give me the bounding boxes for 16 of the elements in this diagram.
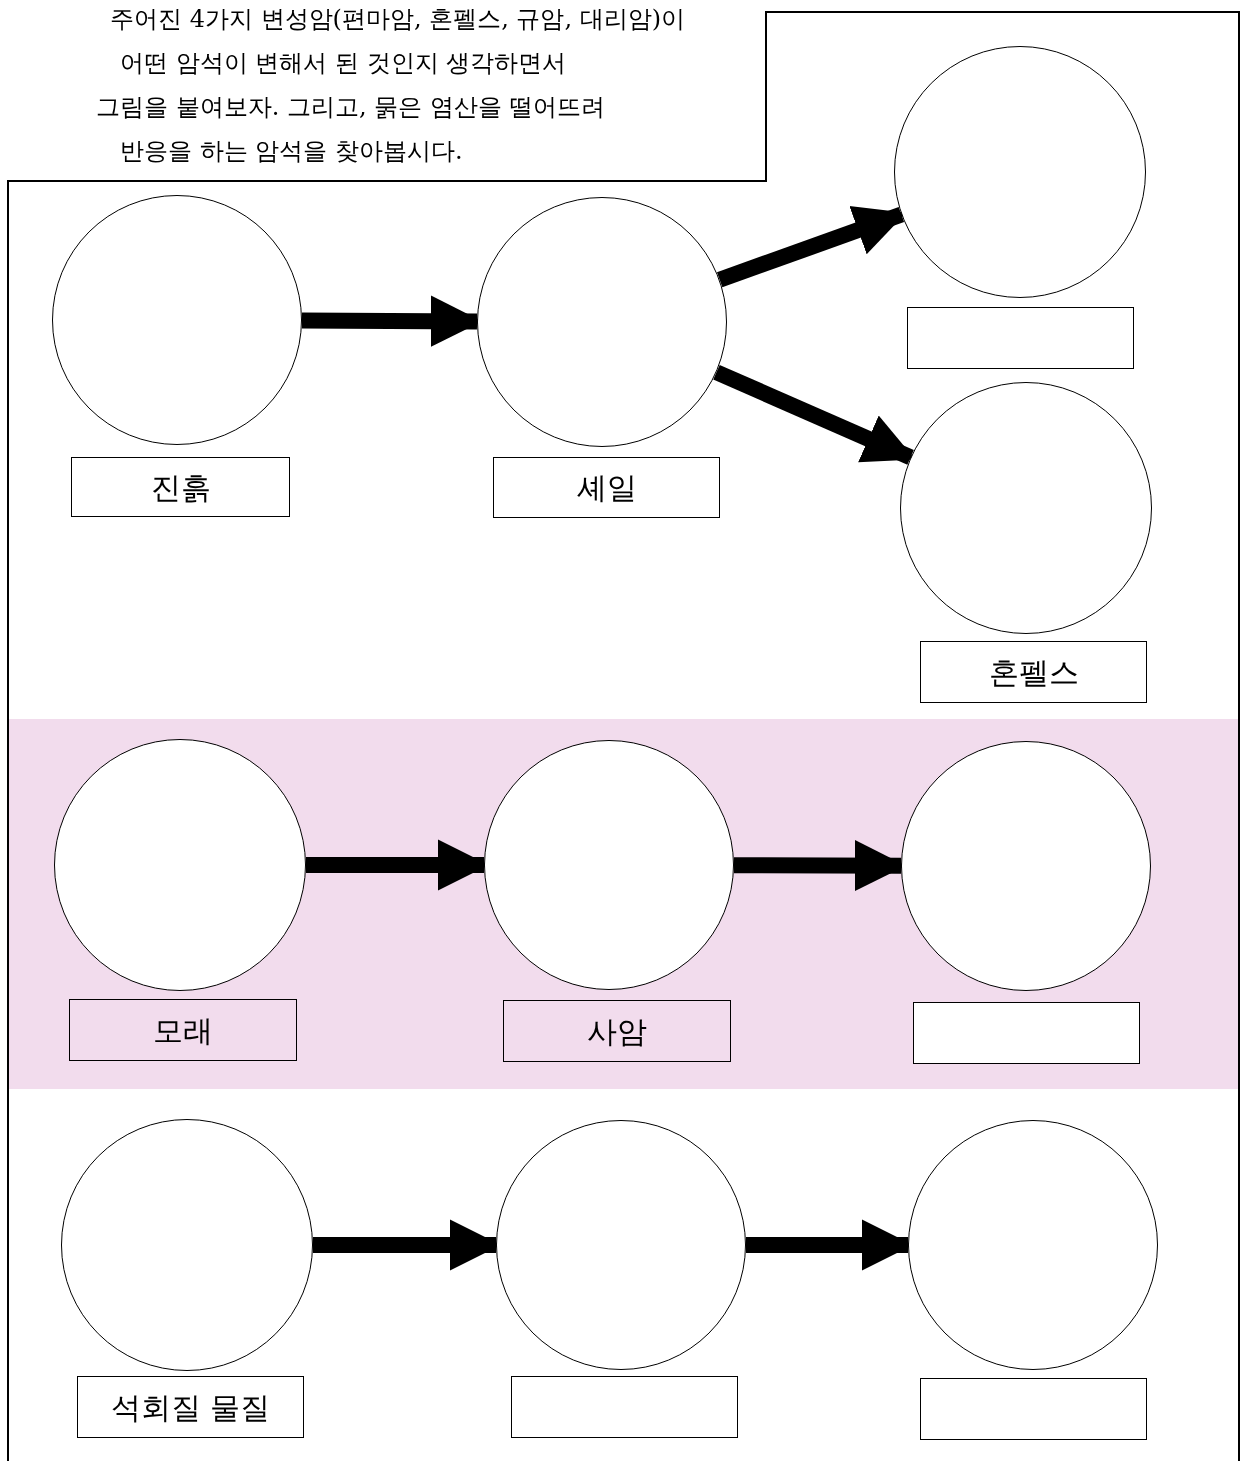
instruction-text: 반응을 하는 암석을 찾아봅시다. [120,136,463,167]
arrow [716,206,907,288]
answer-box [920,1378,1147,1440]
answer-box [913,1002,1140,1064]
instruction-text: 그림을 붙여보자. 그리고, 묽은 염산을 떨어뜨려 [96,92,606,123]
rock-name-box: 진흙 [71,457,290,517]
rock-name-box: 석회질 물질 [77,1376,304,1438]
answer-box [511,1376,738,1438]
instruction-text: 어떤 암석이 변해서 된 것인지 생각하면서 [120,48,567,79]
rock-name-box: 혼펠스 [920,641,1147,703]
answer-box [907,307,1134,369]
rock-name-box: 사암 [503,1000,731,1062]
rock-name-box: 모래 [69,999,297,1061]
arrow [713,364,916,465]
instruction-text: 주어진 4가지 변성암(편마암, 혼펠스, 규암, 대리암)이 [110,4,686,35]
rock-name-box: 셰일 [493,457,720,518]
